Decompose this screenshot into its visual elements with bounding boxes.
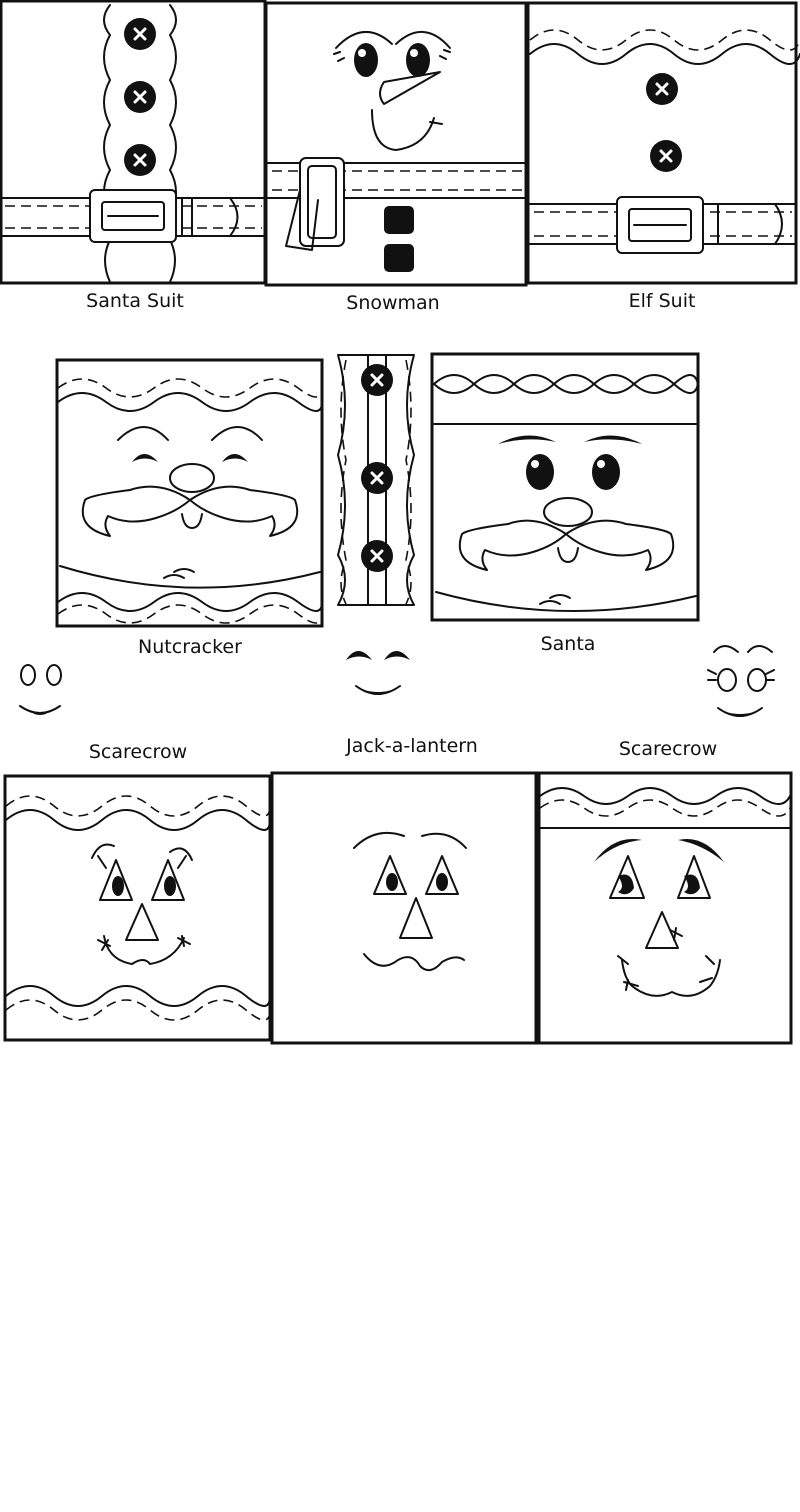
loose-face-dots xyxy=(19,664,62,715)
triangle-eye-icon xyxy=(99,859,133,901)
snowman-panel xyxy=(264,1,528,287)
button-icon xyxy=(122,16,158,52)
label-elf-suit: Elf Suit xyxy=(628,290,696,312)
triangle-eye-icon xyxy=(373,855,407,895)
scarecrow-left-panel xyxy=(3,774,272,1042)
mustache-icon xyxy=(81,485,299,537)
coal-button-icon xyxy=(384,206,414,234)
loose-face-lashes xyxy=(707,645,775,717)
button-icon xyxy=(122,142,158,178)
scarecrow-right-panel xyxy=(537,771,793,1045)
button-icon xyxy=(359,362,395,398)
santa-suit-panel xyxy=(0,0,267,285)
button-icon xyxy=(644,71,680,107)
label-scarecrow-left: Scarecrow xyxy=(88,741,188,763)
label-santa: Santa xyxy=(540,633,596,655)
nutcracker-panel xyxy=(55,358,324,628)
triangle-eye-icon xyxy=(151,859,185,901)
santa-panel xyxy=(430,352,700,622)
loose-face-smile xyxy=(346,651,410,695)
elf-suit-panel xyxy=(526,1,800,285)
jack-a-lantern-panel xyxy=(270,771,538,1045)
triangle-eye-icon xyxy=(425,855,459,895)
button-icon xyxy=(122,79,158,115)
label-santa-suit: Santa Suit xyxy=(86,290,184,312)
label-scarecrow-right: Scarecrow xyxy=(618,738,718,760)
button-icon xyxy=(359,460,395,496)
carrot-nose-icon xyxy=(379,71,441,105)
mustache-icon xyxy=(458,519,675,571)
label-nutcracker: Nutcracker xyxy=(138,636,242,658)
button-strip-panel xyxy=(337,354,415,606)
label-jack-a-lantern: Jack-a-lantern xyxy=(346,735,478,757)
coal-button-icon xyxy=(384,244,414,272)
button-icon xyxy=(359,538,395,574)
label-snowman: Snowman xyxy=(346,292,440,314)
button-icon xyxy=(648,138,684,174)
